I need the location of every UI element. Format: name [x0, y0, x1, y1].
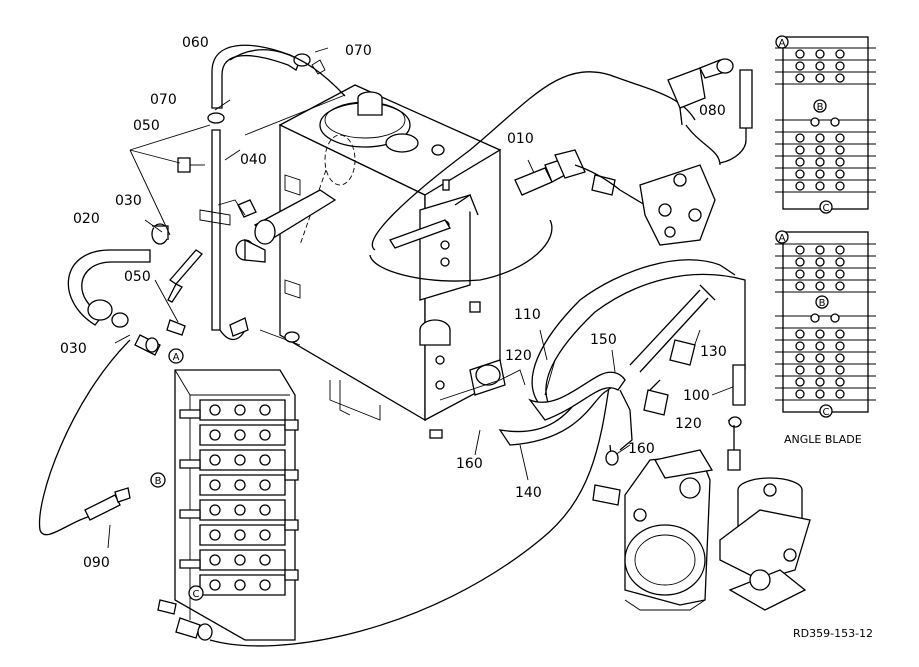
callout-150: 150 — [590, 332, 617, 348]
marker-a-bottom-view: A — [775, 230, 789, 244]
svg-text:A: A — [779, 38, 786, 49]
svg-text:B: B — [155, 476, 162, 487]
svg-text:B: B — [817, 102, 824, 113]
hydraulic-tank — [235, 84, 526, 439]
callout-160-left: 160 — [456, 456, 483, 472]
angle-blade-caption: ANGLE BLADE — [784, 433, 862, 446]
marker-a-main: A — [168, 348, 184, 364]
callout-120-right: 120 — [675, 416, 702, 432]
svg-text:A: A — [173, 352, 180, 363]
marker-a-top-view: A — [775, 35, 789, 49]
callout-080: 080 — [699, 103, 726, 119]
svg-text:C: C — [823, 407, 830, 418]
svg-text:A: A — [779, 233, 786, 244]
control-valve — [157, 369, 299, 641]
marker-c-bottom-view: C — [819, 404, 833, 418]
callout-040: 040 — [240, 152, 267, 168]
long-hoses — [38, 71, 746, 647]
figure-code: RD359-153-12 — [793, 627, 873, 640]
callout-030-lower: 030 — [60, 341, 87, 357]
suction-hose-assembly — [67, 44, 346, 356]
callout-140: 140 — [515, 485, 542, 501]
callout-160-right: 160 — [628, 441, 655, 457]
hydraulic-pump — [592, 449, 714, 611]
valve-detail-top — [775, 36, 876, 210]
callout-070-top: 070 — [345, 43, 372, 59]
callout-070-left: 070 — [150, 92, 177, 108]
callout-130: 130 — [700, 344, 727, 360]
callout-110: 110 — [514, 307, 541, 323]
callout-030-upper: 030 — [115, 193, 142, 209]
marker-b-main: B — [150, 472, 166, 488]
marker-c-top-view: C — [819, 200, 833, 214]
callout-labels: 060 070 070 050 040 030 020 050 030 090 … — [60, 35, 727, 571]
svg-text:C: C — [193, 589, 200, 600]
swivel-joint — [719, 477, 811, 611]
angle-blade-valve — [514, 58, 753, 246]
svg-text:C: C — [823, 203, 830, 214]
svg-text:B: B — [819, 298, 826, 309]
callout-050-upper: 050 — [133, 118, 160, 134]
marker-b-top-view: B — [813, 99, 827, 113]
marker-c-main: C — [188, 585, 204, 601]
callout-060: 060 — [182, 35, 209, 51]
callout-050-lower: 050 — [124, 269, 151, 285]
marker-b-bottom-view: B — [815, 295, 829, 309]
callout-020: 020 — [73, 211, 100, 227]
valve-detail-bottom — [775, 231, 876, 413]
callout-090: 090 — [83, 555, 110, 571]
callout-100: 100 — [683, 388, 710, 404]
spool-ends — [179, 409, 299, 581]
valve-ports — [209, 404, 271, 591]
callout-010: 010 — [507, 131, 534, 147]
callout-120-left: 120 — [505, 348, 532, 364]
